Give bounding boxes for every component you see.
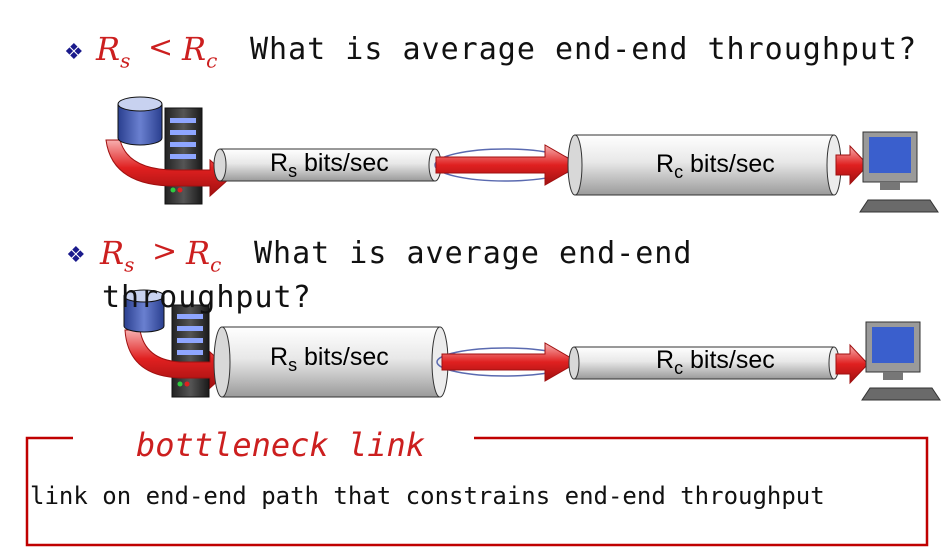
rs-pipe-label-row2: Rs bits/sec: [270, 343, 389, 375]
bullet-icon: ❖: [66, 243, 86, 268]
bullet-icon: ❖: [64, 40, 84, 65]
rs-pipe-label-row1: Rs bits/sec: [270, 149, 389, 181]
rs-symbol: Rs: [100, 234, 135, 277]
flow-arrow-row2: [436, 342, 580, 382]
rs-link-pipe-row2: [213, 326, 449, 398]
question-row2-line1: What is average end-end: [254, 236, 693, 271]
destination-pc-icon-row2: [861, 321, 941, 401]
question-row1: What is average end-end throughput?: [250, 32, 918, 67]
database-icon: [117, 96, 163, 146]
destination-pc-icon-row1: [859, 131, 939, 213]
arrow-to-pc-row2: [835, 343, 869, 385]
arrow-to-pc-row1: [835, 144, 869, 186]
rc-symbol: Rc: [182, 30, 218, 73]
rc-pipe-label-row2: Rc bits/sec: [656, 346, 775, 378]
rs-link-pipe-row1: [213, 148, 442, 182]
rc-symbol: Rc: [186, 234, 222, 277]
rc-pipe-label-row1: Rc bits/sec: [656, 150, 775, 182]
bottleneck-title: bottleneck link: [136, 426, 425, 464]
greater-than-operator: >: [152, 234, 178, 269]
rc-link-pipe-row2: [568, 346, 840, 380]
bottleneck-definition: link on end-end path that constrains end…: [30, 482, 825, 510]
flow-arrow-row1: [434, 144, 582, 186]
source-host-row2: [123, 289, 231, 398]
question-row2-line2: throughput?: [102, 280, 312, 315]
rc-link-pipe-row1: [567, 134, 842, 196]
database-icon: [123, 289, 165, 333]
less-than-operator: <: [148, 30, 174, 65]
source-host-row1: [105, 96, 231, 205]
rs-symbol: Rs: [96, 30, 131, 73]
bottleneck-box: [25, 436, 929, 547]
